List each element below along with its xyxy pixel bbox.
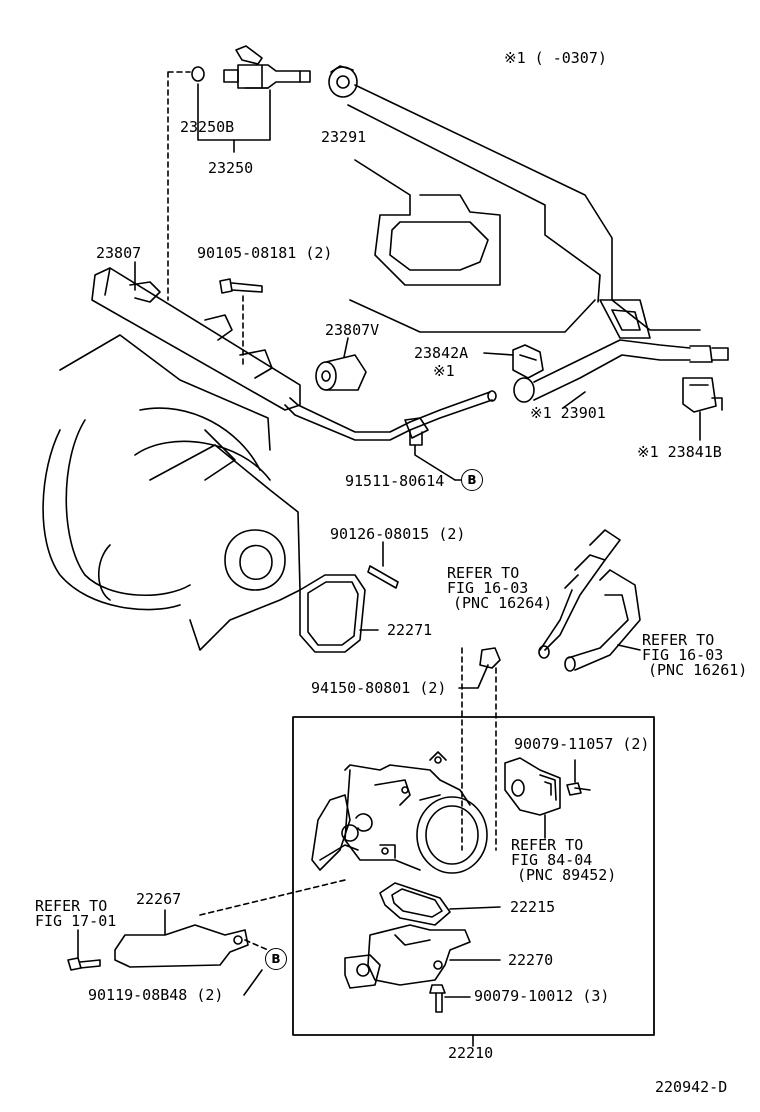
intake-manifold-icon: [42, 334, 301, 651]
refer-1701-line1: REFER TO: [35, 897, 108, 915]
part-23901-label: ※1 23901: [530, 404, 606, 422]
part-22271-label: 22271: [387, 621, 433, 639]
o-ring-icon: [191, 66, 205, 82]
gasket-icon: [379, 882, 451, 926]
guide-line: [199, 879, 346, 916]
guide-line: [167, 71, 191, 301]
fuel-injector-icon: [223, 45, 311, 89]
note-ref1: ※1 ( -0307): [504, 49, 607, 67]
part-23842a-label: 23842A: [414, 344, 469, 362]
part-23807v-label: 23807V: [325, 321, 380, 339]
bolt-icon: [429, 984, 446, 1013]
bolt-icon: [219, 278, 263, 294]
part-90079-10012-label: 90079-10012 (3): [474, 987, 610, 1005]
part-23807-label: 23807: [96, 244, 142, 262]
bracket-icon: [114, 924, 249, 968]
insulator-icon: [328, 65, 358, 98]
part-22215-label: 22215: [510, 898, 556, 916]
part-90079-11057-label: 90079-11057 (2): [514, 735, 650, 753]
refer-16261-line1: REFER TO: [642, 631, 715, 649]
part-23841b-label: ※1 23841B: [637, 443, 722, 461]
bolt-icon: [479, 647, 501, 669]
part-23291-label: 23291: [321, 128, 367, 146]
fuel-hose-icon: [513, 299, 729, 403]
bolt-icon: [566, 782, 591, 796]
gasket-icon: [299, 574, 366, 653]
note-23842a: ※1: [433, 362, 455, 380]
part-22270-label: 22270: [508, 951, 554, 969]
refer-89452-line1: REFER TO: [511, 836, 584, 854]
part-22210-label: 22210: [448, 1044, 494, 1062]
part-94150-label: 94150-80801 (2): [311, 679, 447, 697]
figure-code: 220942-D: [655, 1078, 728, 1096]
delivery-pipe-icon: [91, 267, 497, 446]
part-90105-label: 90105-08181 (2): [197, 244, 333, 262]
callout-b-upper: B: [461, 469, 483, 491]
idle-air-control-valve-icon: [344, 924, 471, 989]
refer-16264-line2: FIG 16-03: [447, 579, 529, 597]
refer-16261-line3: (PNC 16261): [648, 661, 748, 679]
guide-line: [244, 939, 269, 951]
part-90126-label: 90126-08015 (2): [330, 525, 466, 543]
part-23250-label: 23250: [208, 159, 254, 177]
refer-16264-line3: (PNC 16264): [453, 594, 553, 612]
bolt-icon: [67, 957, 101, 971]
spacer-icon: [315, 354, 367, 391]
clip-icon: [512, 344, 544, 379]
leader-lines: [134, 261, 701, 996]
part-23250b-label: 23250B: [180, 118, 235, 136]
throttle-body-icon: [311, 751, 488, 874]
throttle-position-sensor-icon: [504, 757, 561, 816]
engine-cover-icon: [347, 84, 701, 333]
refer-89452-line2: FIG 84-04: [511, 851, 593, 869]
refer-1701-line2: FIG 17-01: [35, 912, 117, 930]
leader-line: [449, 906, 501, 910]
stud-icon: [367, 565, 399, 589]
part-90119-label: 90119-08B48 (2): [88, 986, 224, 1004]
part-22267-label: 22267: [136, 890, 182, 908]
water-hose-icon: [538, 529, 641, 672]
refer-16264-line1: REFER TO: [447, 564, 520, 582]
refer-16261-line2: FIG 16-03: [642, 646, 724, 664]
clip-icon: [682, 377, 723, 413]
part-91511-label: 91511-80614: [345, 472, 445, 490]
refer-89452-line3: (PNC 89452): [517, 866, 617, 884]
callout-b-lower: B: [265, 948, 287, 970]
